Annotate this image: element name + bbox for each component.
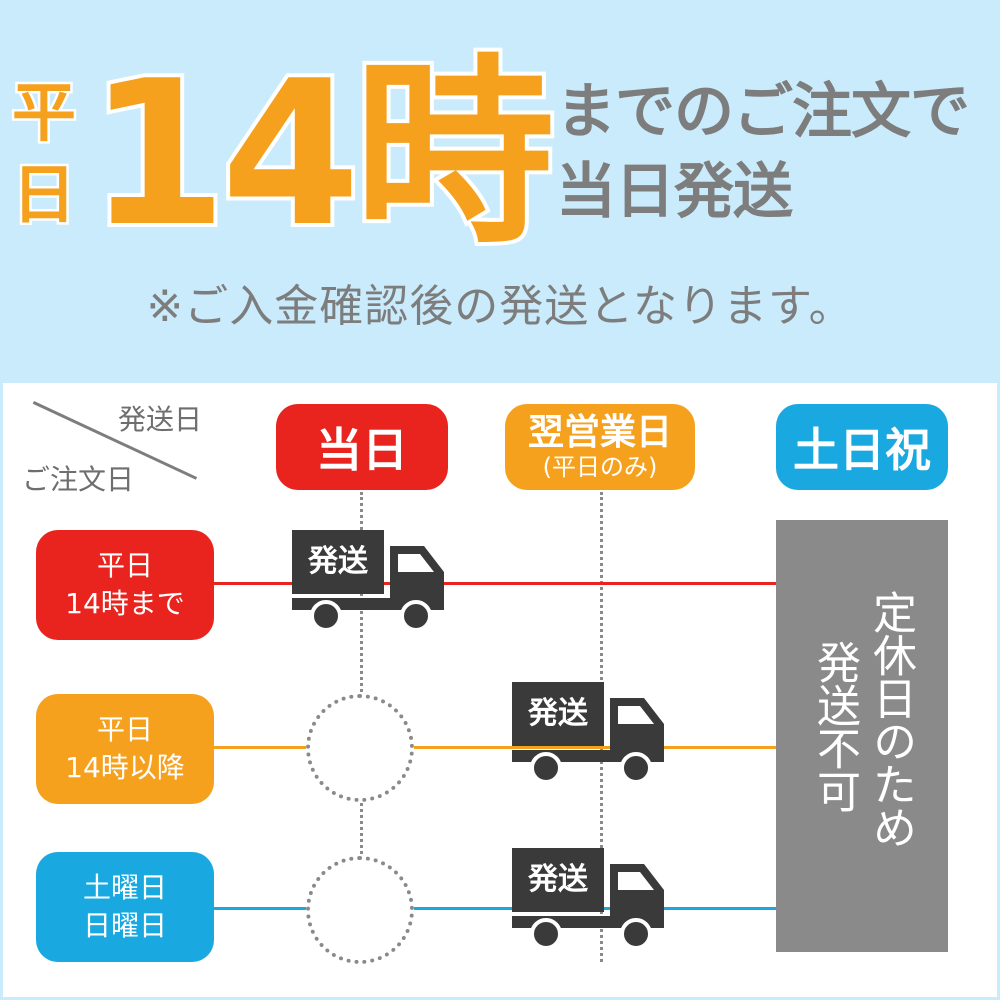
closed-no-shipping-text: 発送不可 <box>809 640 860 812</box>
corner-order-date-label: ご注文日 <box>22 463 135 496</box>
row-line-weekday-before <box>210 582 778 585</box>
column-holiday-label: 土日祝 <box>793 423 931 477</box>
empty-slot-circle <box>306 856 414 964</box>
row-line-weekday-after-right <box>414 746 778 749</box>
row-line-weekday-after-left <box>210 746 306 749</box>
weekday-char-top: 平 <box>10 76 79 153</box>
corner-ship-date-label: 発送日 <box>118 403 203 436</box>
truck-ship-label: 発送 <box>528 696 588 731</box>
column-same-day: 当日 <box>276 404 448 490</box>
row-label-line1: 平日 <box>96 549 153 582</box>
row-weekend: 土曜日 日曜日 <box>36 852 214 962</box>
row-label-line1: 土曜日 <box>82 871 167 904</box>
column-same-day-label: 当日 <box>316 423 408 477</box>
truck-ship-label: 発送 <box>308 544 368 579</box>
promo-banner: 平 日 14時 までのご注文で 当日発送 ※ご入金確認後の発送となります。 <box>0 0 1000 383</box>
row-weekday-after-cutoff: 平日 14時以降 <box>36 694 214 804</box>
shipping-schedule-table <box>0 383 1000 1000</box>
delivery-truck-icon: 発送 <box>292 528 452 638</box>
column-next-business-day-note: (平日のみ) <box>542 453 658 481</box>
row-label-line2: 14時以降 <box>65 751 185 784</box>
headline-line-2: 当日発送 <box>556 157 793 227</box>
weekday-char-bottom: 日 <box>10 158 79 235</box>
row-label-line2: 14時まで <box>65 587 185 620</box>
closed-reason-text: 定休日のため <box>865 590 916 848</box>
row-weekday-before-cutoff: 平日 14時まで <box>36 530 214 640</box>
cutoff-time: 14時 <box>84 36 558 274</box>
row-label-line2: 日曜日 <box>82 909 167 942</box>
headline-line-1: までのご注文で <box>556 77 970 147</box>
truck-ship-label: 発送 <box>528 862 588 897</box>
column-next-business-day: 翌営業日 (平日のみ) <box>505 404 695 490</box>
column-next-business-day-label: 翌営業日 <box>527 412 672 453</box>
row-line-weekend-left <box>210 907 306 910</box>
column-holiday: 土日祝 <box>776 404 948 490</box>
empty-slot-circle <box>306 694 414 802</box>
row-label-line1: 平日 <box>96 713 153 746</box>
holiday-closed-block: 定休日のため 発送不可 <box>776 520 948 952</box>
delivery-truck-icon: 発送 <box>512 846 672 956</box>
delivery-truck-icon: 発送 <box>512 680 672 790</box>
payment-note: ※ご入金確認後の発送となります。 <box>146 281 854 332</box>
